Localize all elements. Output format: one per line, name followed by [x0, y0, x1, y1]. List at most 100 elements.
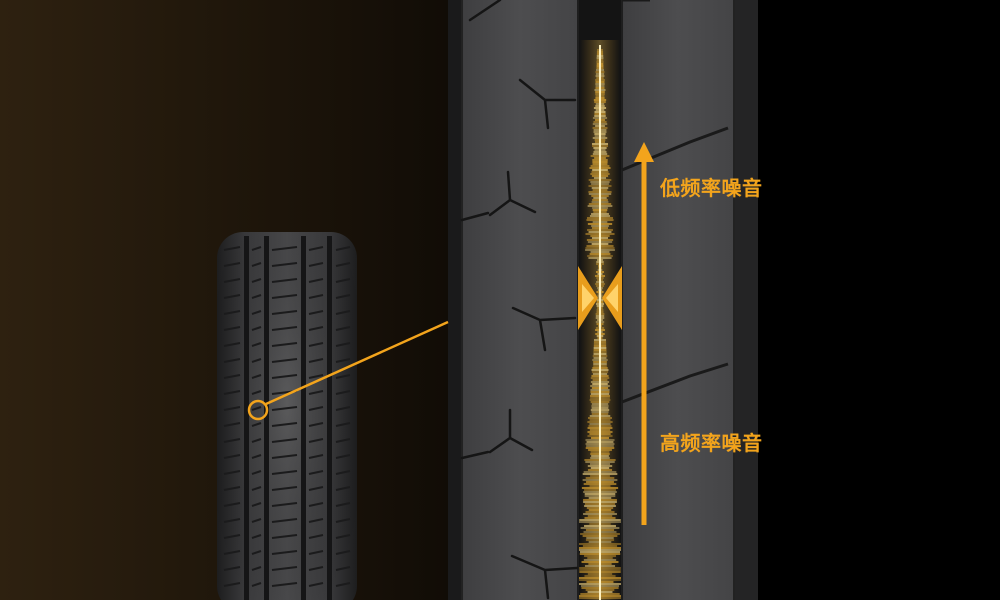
- tire-sipe: [271, 374, 298, 379]
- tire-sipe: [223, 310, 241, 315]
- tire-sipe: [223, 262, 241, 267]
- tire-sipe: [335, 358, 351, 363]
- tire-sipe: [335, 502, 351, 507]
- tire-sipe: [223, 454, 241, 459]
- tire-sipe: [251, 550, 262, 555]
- tire-sipe: [223, 550, 241, 555]
- tire-sipe: [308, 262, 324, 267]
- tire-sipe: [223, 246, 241, 251]
- tire-sipe: [271, 278, 298, 283]
- tire-sipe: [251, 246, 262, 251]
- tire-sipe: [308, 374, 324, 379]
- tire-sipe: [335, 550, 351, 555]
- tire-sipe: [251, 294, 262, 299]
- tire-sipe: [251, 518, 262, 523]
- tire-sipe: [251, 326, 262, 331]
- tire-sipe: [223, 358, 241, 363]
- tire-sipe: [271, 454, 298, 459]
- tire-sipe: [271, 406, 298, 411]
- tire-sipe: [251, 358, 262, 363]
- tire-sipe: [271, 470, 298, 475]
- tire-sipe: [271, 518, 298, 523]
- tire-sipe: [223, 326, 241, 331]
- resonance-indicator: [578, 266, 622, 330]
- tire-sipe: [223, 518, 241, 523]
- tire-sipe: [335, 262, 351, 267]
- tire-sipe: [223, 390, 241, 395]
- tire-sipe: [308, 326, 324, 331]
- tire-sipe: [308, 486, 324, 491]
- tire-sipe: [308, 534, 324, 539]
- tire-sipe: [335, 326, 351, 331]
- tire-sipe: [308, 390, 324, 395]
- tire-sipe: [335, 374, 351, 379]
- tire-sipe: [308, 470, 324, 475]
- tire-sipe: [223, 470, 241, 475]
- tire-sipe: [308, 278, 324, 283]
- sound-waveform: [579, 40, 621, 600]
- tire-sipe: [335, 390, 351, 395]
- tire-sipe: [251, 486, 262, 491]
- tire-sipe: [308, 246, 324, 251]
- tire-sipe: [271, 262, 298, 267]
- tire-sipe: [251, 566, 262, 571]
- zoom-connector-line: [265, 320, 449, 406]
- tire-sipe: [271, 326, 298, 331]
- high-frequency-noise-label: 高频率噪音: [660, 431, 763, 455]
- tire-sipe: [223, 422, 241, 427]
- tire-sipe: [335, 566, 351, 571]
- tire-sipe: [335, 438, 351, 443]
- tire-sipe: [308, 550, 324, 555]
- tire-sipe: [335, 246, 351, 251]
- tire-sipe: [251, 278, 262, 283]
- tire-sipe: [271, 246, 298, 251]
- tire-sipe: [271, 438, 298, 443]
- tire-sipe: [335, 294, 351, 299]
- tire-sipe: [223, 406, 241, 411]
- tire-sipe: [223, 502, 241, 507]
- tire-sipe: [335, 454, 351, 459]
- tire-sipe: [335, 278, 351, 283]
- tire-sipe: [335, 582, 351, 587]
- tire-sipe: [271, 294, 298, 299]
- tire-sipe: [335, 534, 351, 539]
- tire-sipe: [335, 342, 351, 347]
- tire-sipe: [271, 502, 298, 507]
- tire-sipe: [308, 358, 324, 363]
- tire-sipe: [251, 582, 262, 587]
- tire-sipe: [251, 262, 262, 267]
- tire-sipe: [335, 470, 351, 475]
- tire-sipe: [251, 390, 262, 395]
- tire-image: [217, 232, 357, 600]
- tire-sipe: [251, 438, 262, 443]
- low-frequency-noise-label: 低频率噪音: [660, 176, 763, 200]
- tire-sipe: [223, 342, 241, 347]
- tire-sipe: [335, 518, 351, 523]
- tire-sipe: [271, 358, 298, 363]
- tire-sipe: [308, 454, 324, 459]
- tire-sipe: [223, 582, 241, 587]
- tire-sipe: [335, 406, 351, 411]
- tire-sipe: [251, 470, 262, 475]
- tire-sipe: [308, 566, 324, 571]
- tire-sipe: [271, 422, 298, 427]
- tire-sipe: [308, 310, 324, 315]
- arrow-up-icon: [634, 142, 654, 525]
- tire-sipe: [308, 294, 324, 299]
- tire-sipe: [223, 438, 241, 443]
- tire-sipe: [308, 518, 324, 523]
- tire-sipe: [251, 374, 262, 379]
- circle-marker-icon: [247, 399, 269, 421]
- tire-sipe: [308, 582, 324, 587]
- tire-sipe: [271, 534, 298, 539]
- tire-sipe: [308, 342, 324, 347]
- tire-sipe: [308, 502, 324, 507]
- tire-sipe: [335, 486, 351, 491]
- tire-sipe: [271, 486, 298, 491]
- tire-sipe: [223, 374, 241, 379]
- tire-sipe: [251, 310, 262, 315]
- tire-sipe: [251, 534, 262, 539]
- tire-sipe: [223, 566, 241, 571]
- tire-sipe: [223, 486, 241, 491]
